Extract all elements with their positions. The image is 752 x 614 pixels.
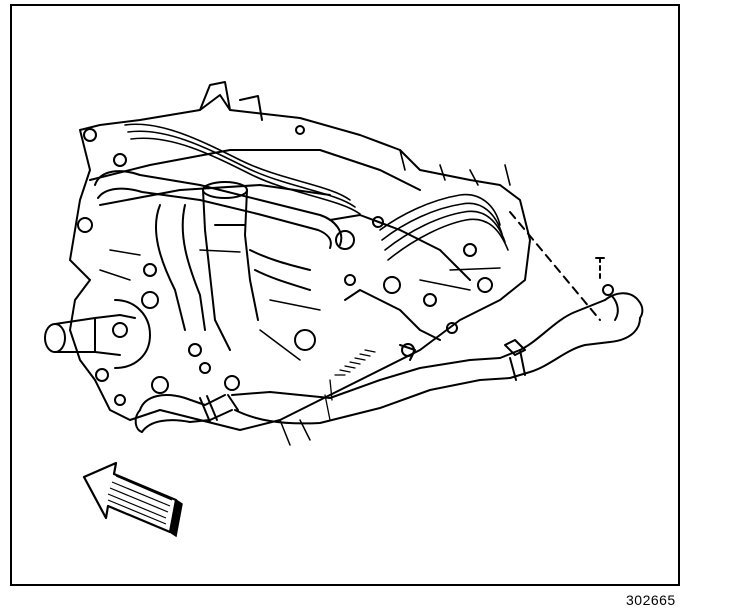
hatched-bracket (324, 349, 376, 421)
arrow-forward-icon (82, 461, 183, 538)
right-heater-hose (499, 284, 644, 381)
upper-tube (94, 170, 343, 249)
hose-clamp (399, 339, 526, 361)
ignition-wires (124, 123, 511, 261)
misc-details (99, 249, 501, 446)
lower-left-hose (134, 394, 233, 433)
figure-border (10, 4, 680, 586)
alignment-leader (509, 211, 601, 321)
heater-pipe (224, 357, 511, 425)
engine-block (69, 81, 531, 431)
figure-reference-number: 302665 (626, 592, 676, 608)
coolant-outlet (44, 299, 151, 369)
thermostat-housing (154, 181, 311, 351)
